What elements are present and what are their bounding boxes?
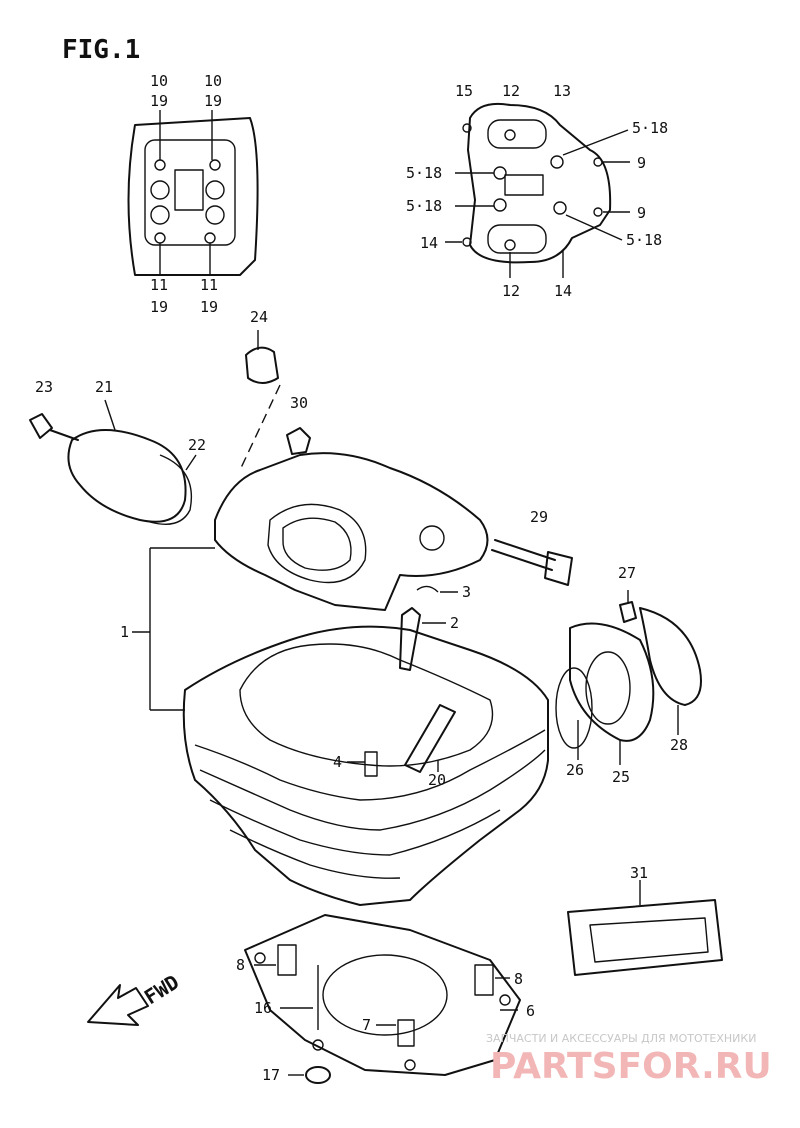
- callout-10a: 10: [150, 72, 168, 90]
- callout-28: 28: [670, 736, 688, 754]
- watermark: ЗАПЧАСТИ И АКСЕССУАРЫ ДЛЯ МОТОТЕХНИКИ PA…: [486, 1032, 772, 1087]
- callout-17: 17: [262, 1066, 280, 1084]
- callout-5-18b: 5·18: [406, 164, 442, 182]
- watermark-logo: PARTSFOR.RU: [490, 1046, 772, 1087]
- callout-25: 25: [612, 768, 630, 786]
- callout-7: 7: [362, 1016, 371, 1034]
- callout-16: 16: [254, 999, 272, 1017]
- callout-11a: 11: [150, 276, 168, 294]
- callout-9a: 9: [637, 154, 646, 172]
- callout-4: 4: [333, 753, 342, 771]
- callout-19b: 19: [204, 92, 222, 110]
- callout-29: 29: [530, 508, 548, 526]
- callout-9b: 9: [637, 204, 646, 222]
- callout-24: 24: [250, 308, 268, 326]
- callout-23: 23: [35, 378, 53, 396]
- watermark-caption: ЗАПЧАСТИ И АКСЕССУАРЫ ДЛЯ МОТОТЕХНИКИ: [486, 1032, 756, 1045]
- fwd-arrow-icon: [87, 984, 149, 1026]
- valve-cover-inset: 10 19 10 19 11 19 11 19: [127, 72, 259, 316]
- callout-31: 31: [630, 864, 648, 882]
- callout-14a: 14: [420, 234, 438, 252]
- callout-13: 13: [553, 82, 571, 100]
- callout-6: 6: [526, 1002, 535, 1020]
- callout-14b: 14: [554, 282, 572, 300]
- callout-10b: 10: [204, 72, 222, 90]
- callout-1: 1: [120, 623, 129, 641]
- callout-12a: 12: [502, 82, 520, 100]
- callout-5-18c: 5·18: [406, 197, 442, 215]
- callout-5-18a: 5·18: [632, 119, 668, 137]
- callout-21: 21: [95, 378, 113, 396]
- callout-8b: 8: [514, 970, 523, 988]
- gasket-inset: 15 12 13 5·18 9 5·18 5·18 9 14 5·18 12 1…: [406, 82, 668, 300]
- figure-title: FIG.1: [62, 35, 140, 65]
- callout-12b: 12: [502, 282, 520, 300]
- part-callouts: 24 23 21 22 30 29 3 2 1 27 4 20 26 25 28…: [35, 308, 688, 1084]
- callout-22: 22: [188, 436, 206, 454]
- callout-30: 30: [290, 394, 308, 412]
- callout-2: 2: [450, 614, 459, 632]
- callout-8a: 8: [236, 956, 245, 974]
- callout-19c: 19: [150, 298, 168, 316]
- callout-15: 15: [455, 82, 473, 100]
- callout-27: 27: [618, 564, 636, 582]
- callout-3: 3: [462, 583, 471, 601]
- callout-26: 26: [566, 761, 584, 779]
- cylinder-head-assembly: FWD: [29, 330, 723, 1084]
- callout-11b: 11: [200, 276, 218, 294]
- callout-20: 20: [428, 771, 446, 789]
- callout-19d: 19: [200, 298, 218, 316]
- callout-19a: 19: [150, 92, 168, 110]
- callout-5-18d: 5·18: [626, 231, 662, 249]
